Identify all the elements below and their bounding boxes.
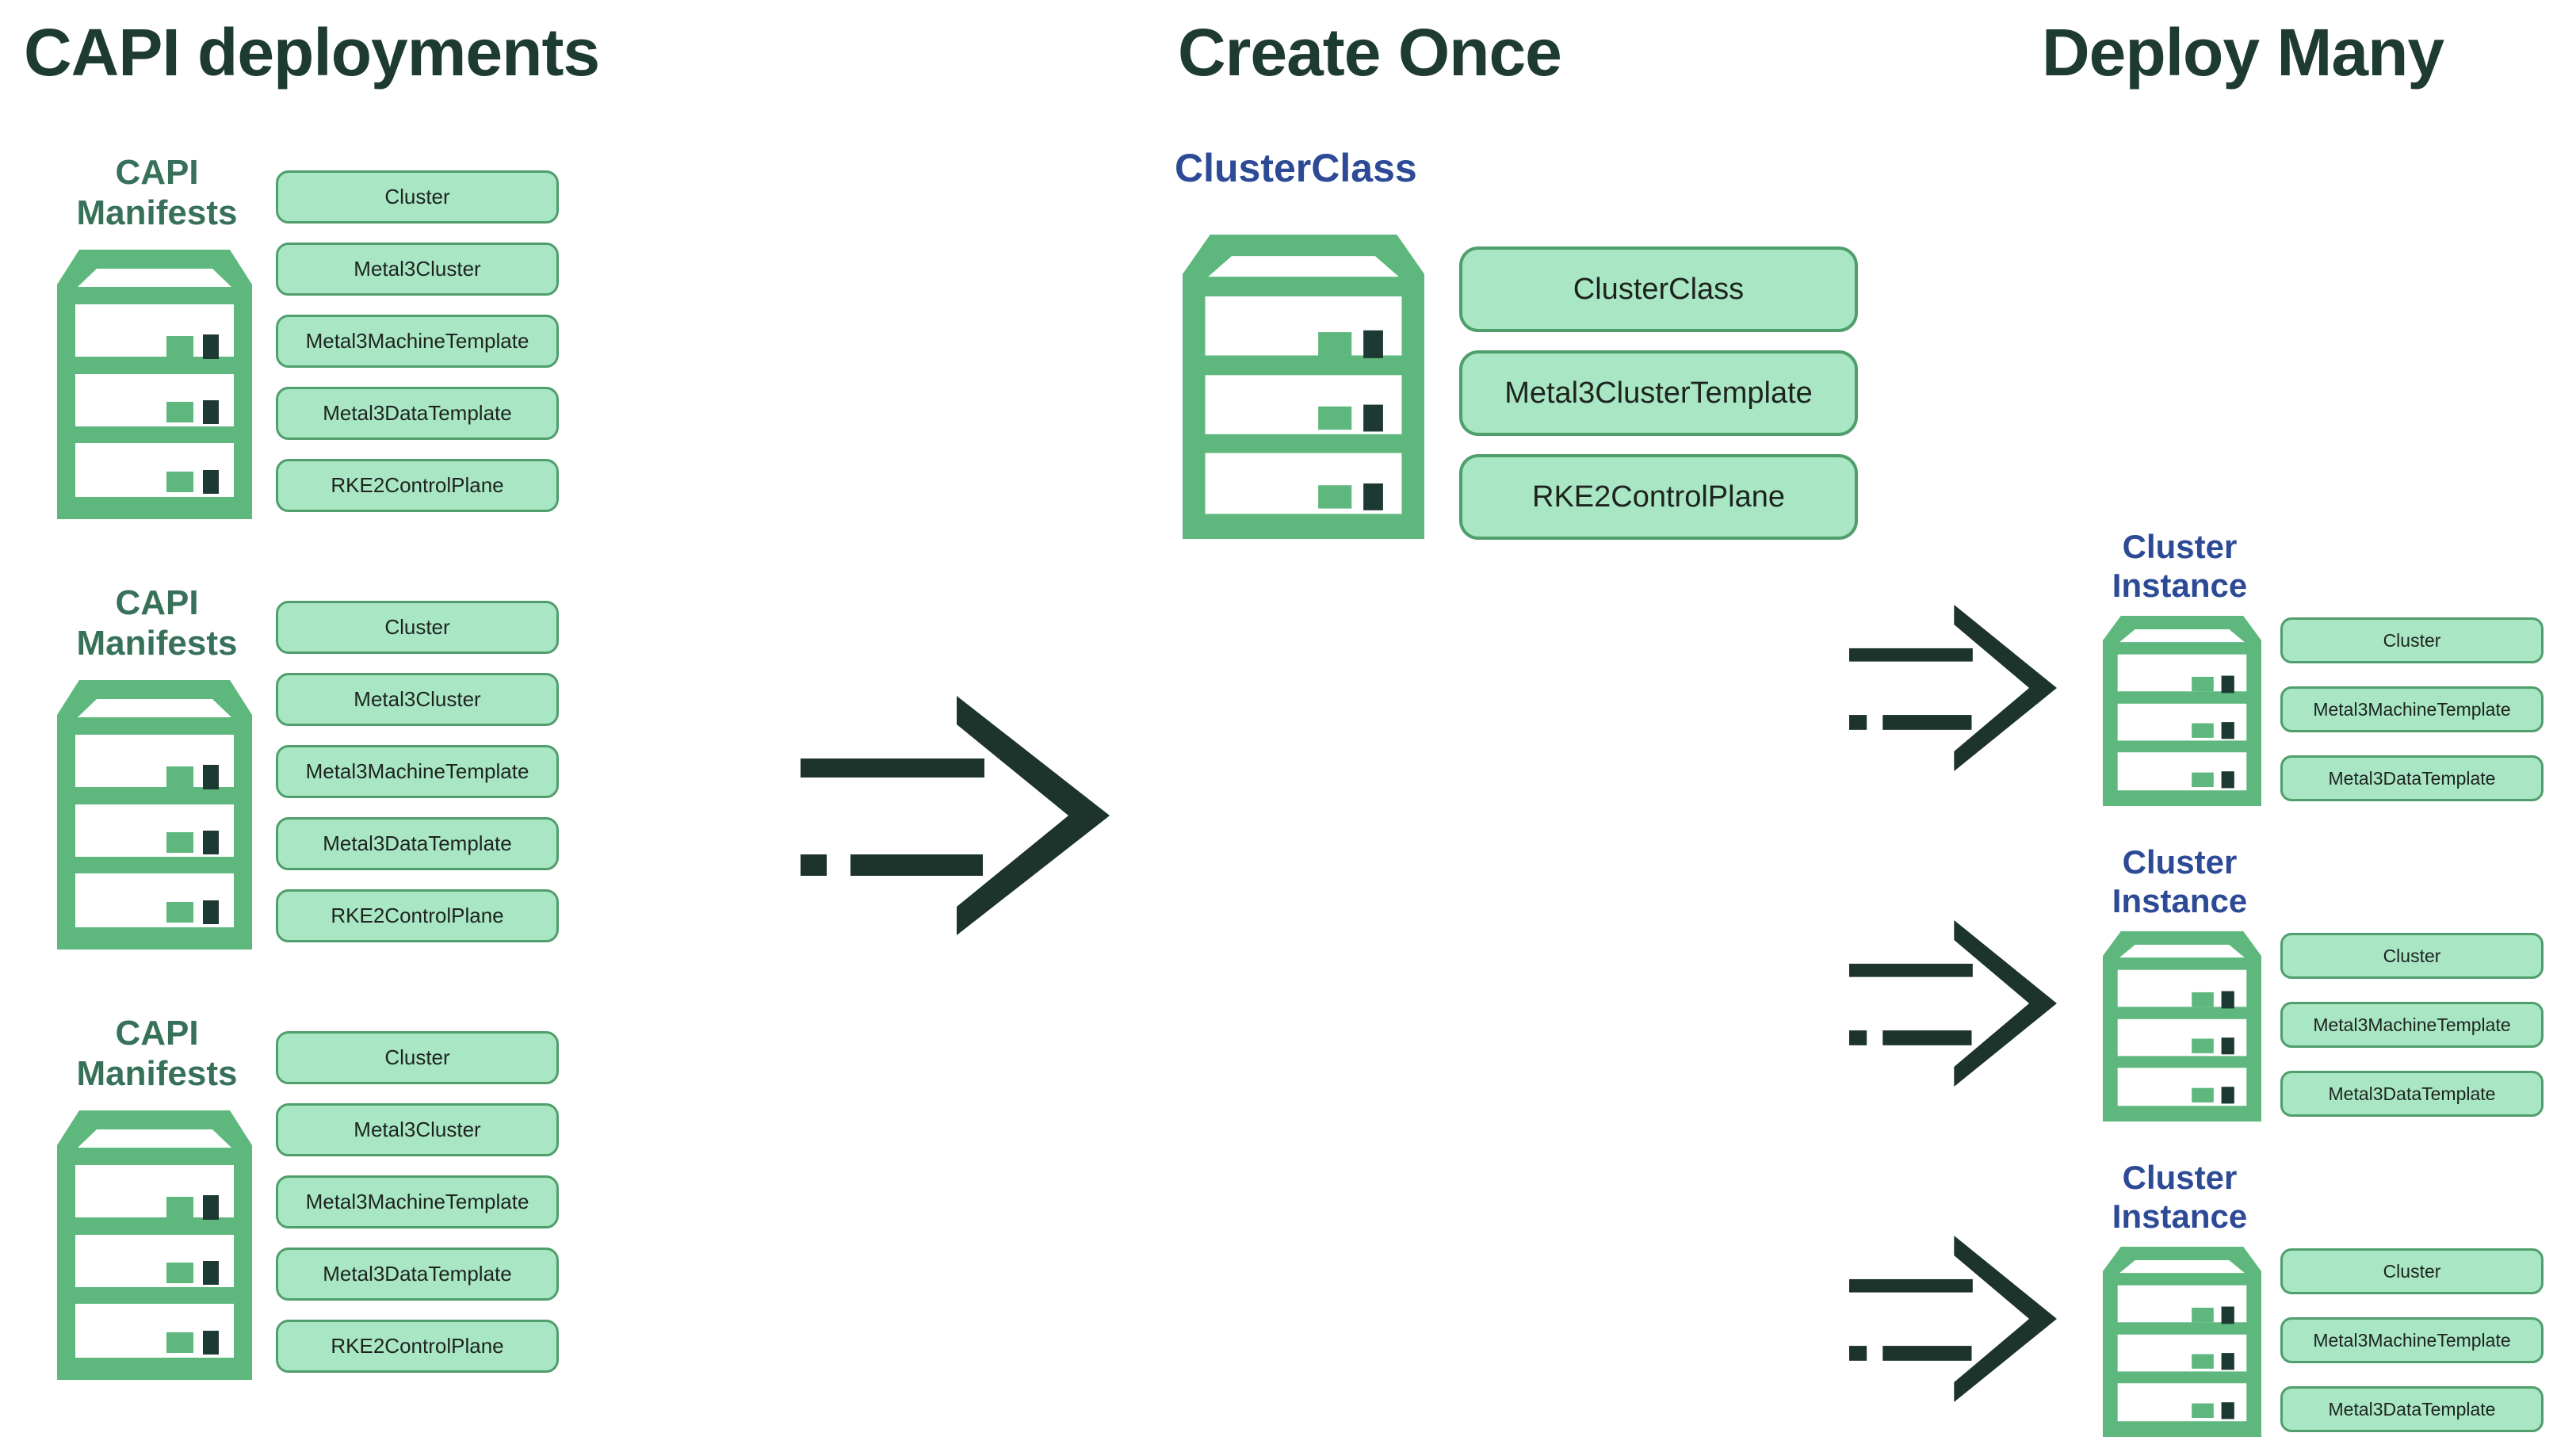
pill-metal3datatemplate: Metal3DataTemplate — [2280, 1071, 2544, 1117]
capi-manifests-label: CAPI Manifests — [38, 583, 276, 664]
pill-metal3datatemplate: Metal3DataTemplate — [276, 817, 559, 870]
pill-cluster: Cluster — [276, 601, 559, 654]
cluster-instance-label-line2: Instance — [2112, 567, 2248, 605]
capi-manifests-label-line1: CAPI — [115, 153, 199, 192]
capi-manifests-group: CAPI Manifests Cluster Metal3Cluster Met… — [0, 583, 571, 963]
server-rack-icon — [57, 1110, 252, 1380]
pill-metal3clustertemplate: Metal3ClusterTemplate — [1459, 350, 1858, 436]
cluster-instance-group: Cluster Instance Cluster Metal3MachineTe… — [1849, 1158, 2576, 1452]
capi-manifests-label-line1: CAPI — [115, 583, 199, 622]
pill-metal3cluster: Metal3Cluster — [276, 673, 559, 726]
manifest-pill-list: Cluster Metal3Cluster Metal3MachineTempl… — [276, 1031, 559, 1373]
cluster-instance-group: Cluster Instance Cluster Metal3MachineTe… — [1849, 843, 2576, 1175]
capi-manifests-label-line2: Manifests — [76, 193, 238, 233]
pill-rke2controlplane: RKE2ControlPlane — [276, 1320, 559, 1373]
instance-pill-list: Cluster Metal3MachineTemplate Metal3Data… — [2280, 617, 2544, 801]
instance-pill-list: Cluster Metal3MachineTemplate Metal3Data… — [2280, 933, 2544, 1117]
server-rack-icon — [1183, 235, 1424, 539]
flow-arrow-right-icon — [1849, 920, 2057, 1087]
pill-metal3cluster: Metal3Cluster — [276, 243, 559, 296]
pill-metal3datatemplate: Metal3DataTemplate — [276, 1248, 559, 1301]
server-rack-icon — [57, 250, 252, 519]
title-deploy-many: Deploy Many — [2042, 15, 2444, 90]
pill-rke2controlplane: RKE2ControlPlane — [276, 889, 559, 942]
pill-cluster: Cluster — [2280, 1248, 2544, 1294]
pill-metal3machinetemplate: Metal3MachineTemplate — [276, 315, 559, 368]
pill-metal3datatemplate: Metal3DataTemplate — [276, 387, 559, 440]
manifest-pill-list: Cluster Metal3Cluster Metal3MachineTempl… — [276, 170, 559, 512]
flow-arrow-right-icon — [801, 696, 1110, 935]
cluster-instance-group: Cluster Instance Cluster Metal3MachineTe… — [1849, 527, 2576, 860]
pill-metal3machinetemplate: Metal3MachineTemplate — [276, 1175, 559, 1228]
cluster-instance-label: Cluster Instance — [2061, 1158, 2299, 1236]
server-rack-icon — [2103, 1247, 2261, 1437]
capi-manifests-label: CAPI Manifests — [38, 152, 276, 234]
cluster-instance-label: Cluster Instance — [2061, 527, 2299, 605]
pill-cluster: Cluster — [276, 170, 559, 224]
pill-metal3machinetemplate: Metal3MachineTemplate — [2280, 686, 2544, 732]
cluster-instance-label-line2: Instance — [2112, 882, 2248, 920]
pill-metal3machinetemplate: Metal3MachineTemplate — [276, 745, 559, 798]
pill-rke2controlplane: RKE2ControlPlane — [1459, 454, 1858, 540]
pill-metal3machinetemplate: Metal3MachineTemplate — [2280, 1002, 2544, 1048]
cluster-instance-label-line1: Cluster — [2122, 1159, 2238, 1196]
title-create-once: Create Once — [1178, 15, 1562, 90]
pill-cluster: Cluster — [276, 1031, 559, 1084]
capi-manifests-label: CAPI Manifests — [38, 1013, 276, 1095]
server-rack-icon — [2103, 931, 2261, 1121]
capi-manifests-label-line2: Manifests — [76, 1054, 238, 1094]
capi-manifests-group: CAPI Manifests Cluster Metal3Cluster Met… — [0, 152, 571, 533]
cluster-instance-label: Cluster Instance — [2061, 843, 2299, 920]
clusterclass-pill-list: ClusterClass Metal3ClusterTemplate RKE2C… — [1459, 246, 1858, 540]
capi-manifests-label-line2: Manifests — [76, 624, 238, 663]
instance-pill-list: Cluster Metal3MachineTemplate Metal3Data… — [2280, 1248, 2544, 1432]
manifest-pill-list: Cluster Metal3Cluster Metal3MachineTempl… — [276, 601, 559, 942]
pill-rke2controlplane: RKE2ControlPlane — [276, 459, 559, 512]
pill-metal3datatemplate: Metal3DataTemplate — [2280, 755, 2544, 801]
server-rack-icon — [57, 680, 252, 950]
cluster-instance-label-line1: Cluster — [2122, 843, 2238, 881]
pill-metal3machinetemplate: Metal3MachineTemplate — [2280, 1317, 2544, 1363]
pill-metal3cluster: Metal3Cluster — [276, 1103, 559, 1156]
flow-arrow-right-icon — [1849, 605, 2057, 771]
server-rack-icon — [2103, 616, 2261, 806]
clusterclass-heading: ClusterClass — [1175, 146, 1417, 190]
cluster-instance-label-line2: Instance — [2112, 1198, 2248, 1236]
pill-cluster: Cluster — [2280, 617, 2544, 663]
pill-clusterclass: ClusterClass — [1459, 246, 1858, 332]
title-capi-deployments: CAPI deployments — [24, 15, 600, 90]
pill-metal3datatemplate: Metal3DataTemplate — [2280, 1386, 2544, 1432]
capi-manifests-group: CAPI Manifests Cluster Metal3Cluster Met… — [0, 1013, 571, 1393]
capi-manifests-label-line1: CAPI — [115, 1014, 199, 1053]
flow-arrow-right-icon — [1849, 1236, 2057, 1402]
pill-cluster: Cluster — [2280, 933, 2544, 979]
cluster-instance-label-line1: Cluster — [2122, 528, 2238, 565]
